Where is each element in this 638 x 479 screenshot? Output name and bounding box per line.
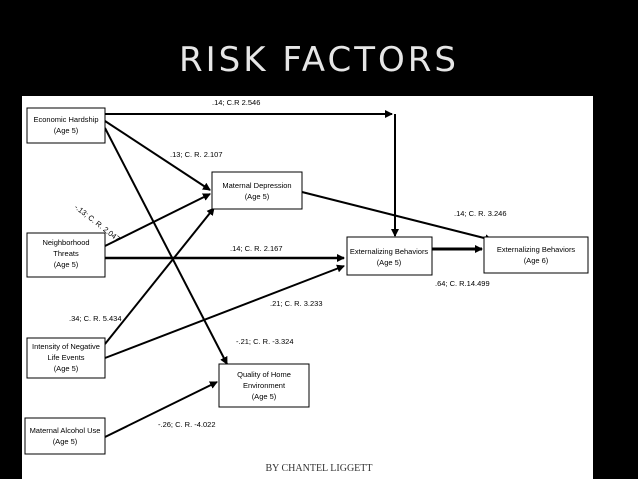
label-alcohol-to-home: -.26; C. R. -4.022 xyxy=(158,420,216,429)
label-econ-to-ext5: .14; C.R 2.546 xyxy=(212,98,260,107)
ext6-line1: Externalizing Behaviors xyxy=(497,245,576,254)
label-life-to-matdep: .34; C. R. 5.434 xyxy=(69,314,122,323)
box-neighborhood-threats xyxy=(26,232,106,278)
slide-title: RISK FACTORS xyxy=(179,40,459,80)
econ-line2: (Age 5) xyxy=(54,126,79,135)
home-line3: (Age 5) xyxy=(252,392,277,401)
path-econ-to-matdep xyxy=(104,120,211,191)
path-diagram-panel: Economic Hardship (Age 5) Neighborhood T… xyxy=(22,96,593,479)
box-maternal-depression xyxy=(211,171,303,210)
box-economic-hardship xyxy=(26,107,106,144)
home-line1: Quality of Home xyxy=(237,370,291,379)
path-life-to-ext5 xyxy=(104,264,345,359)
path-econ-to-home xyxy=(104,127,228,365)
neigh-line1: Neighborhood xyxy=(42,238,89,247)
box-externalizing-5 xyxy=(346,236,433,276)
path-diagram: Economic Hardship (Age 5) Neighborhood T… xyxy=(24,98,589,455)
path-neigh-to-matdep xyxy=(104,193,211,247)
alcohol-line2: (Age 5) xyxy=(53,437,78,446)
label-matdep-to-ext6: .14; C. R. 3.246 xyxy=(454,209,507,218)
home-line2: Environment xyxy=(243,381,286,390)
path-life-to-matdep xyxy=(104,207,215,345)
neigh-line2: Threats xyxy=(53,249,79,258)
label-ext5-to-ext6: .64; C. R.14.499 xyxy=(435,279,490,288)
label-neigh-to-ext5: .14; C. R. 2.167 xyxy=(230,244,283,253)
author-credit: BY CHANTEL LIGGETT xyxy=(254,458,384,479)
life-line1: Intensity of Negative xyxy=(32,342,100,351)
neigh-line3: (Age 5) xyxy=(54,260,79,269)
box-negative-life-events xyxy=(26,337,106,379)
label-life-to-ext5: .21; C. R. 3.233 xyxy=(270,299,323,308)
path-alcohol-to-home xyxy=(104,381,218,438)
matdep-line1: Maternal Depression xyxy=(222,181,291,190)
box-quality-home xyxy=(218,363,310,408)
label-life-to-home: -.21; C. R. -3.324 xyxy=(236,337,294,346)
life-line2: Life Events xyxy=(47,353,84,362)
ext6-line2: (Age 6) xyxy=(524,256,549,265)
econ-line1: Economic Hardship xyxy=(33,115,98,124)
ext5-line1: Externalizing Behaviors xyxy=(350,247,429,256)
ext5-line2: (Age 5) xyxy=(377,258,402,267)
box-externalizing-6 xyxy=(483,236,589,274)
alcohol-line1: Maternal Alcohol Use xyxy=(30,426,101,435)
matdep-line2: (Age 5) xyxy=(245,192,270,201)
life-line3: (Age 5) xyxy=(54,364,79,373)
path-matdep-to-ext6 xyxy=(301,191,493,243)
label-econ-to-matdep: .13; C. R. 2.107 xyxy=(170,150,223,159)
box-maternal-alcohol xyxy=(24,417,106,455)
